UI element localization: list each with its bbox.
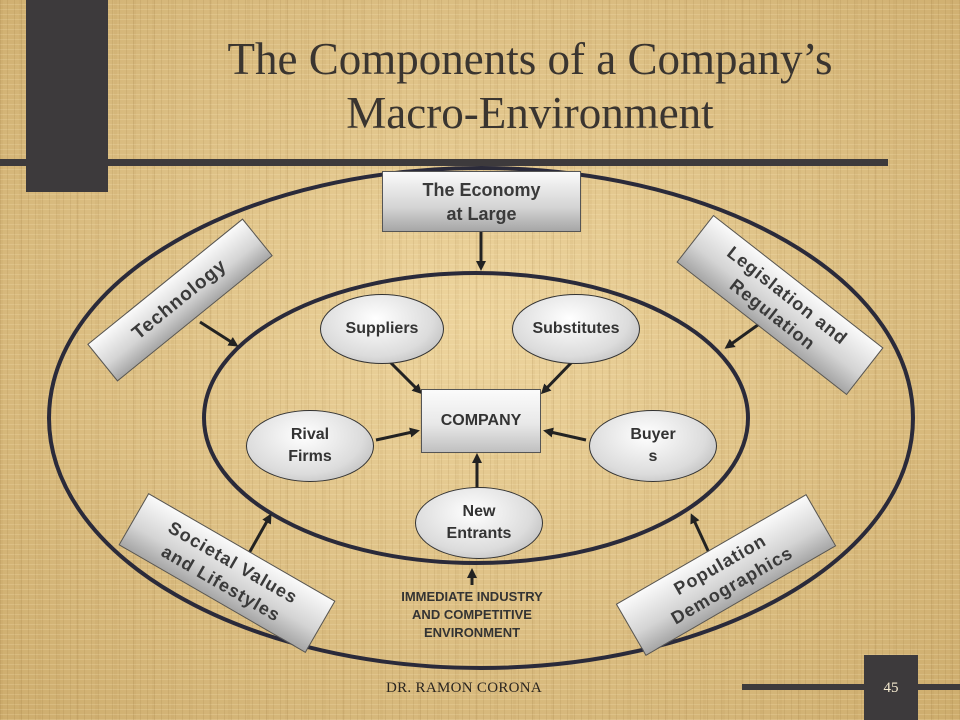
industry-environment-ellipse bbox=[202, 271, 750, 565]
arrow-rival-firms bbox=[375, 427, 420, 442]
company-box: COMPANY bbox=[421, 389, 541, 453]
arrow-legislation bbox=[724, 320, 763, 349]
company-label: COMPANY bbox=[440, 412, 522, 429]
slide-number-block bbox=[864, 655, 918, 720]
macro-environment-ellipse bbox=[47, 166, 915, 670]
substitutes-oval: Substitutes bbox=[512, 294, 640, 364]
economy-label: The Economy at Large bbox=[422, 179, 541, 224]
arrow-societal bbox=[246, 513, 272, 556]
substitutes-label: Substitutes bbox=[532, 320, 620, 337]
arrow-buyers bbox=[543, 427, 587, 442]
buyers-label: Buyer s bbox=[630, 426, 676, 465]
arrow-suppliers bbox=[388, 360, 423, 395]
suppliers-label: Suppliers bbox=[345, 320, 419, 337]
arrow-substitutes bbox=[540, 360, 574, 395]
footer-accent-line bbox=[742, 684, 960, 690]
slide-title: The Components of a Company’s Macro-Envi… bbox=[227, 34, 833, 138]
rival-firms-oval: Rival Firms bbox=[246, 410, 374, 482]
industry-environment-label: IMMEDIATE INDUSTRY AND COMPETITIVE ENVIR… bbox=[401, 589, 543, 640]
new-entrants-oval: New Entrants bbox=[415, 487, 543, 559]
slide-number: 45 bbox=[883, 680, 899, 696]
title-underline bbox=[0, 159, 888, 166]
suppliers-oval: Suppliers bbox=[320, 294, 444, 364]
arrow-technology bbox=[199, 320, 239, 347]
buyers-oval: Buyer s bbox=[589, 410, 717, 482]
arrow-population bbox=[690, 513, 712, 556]
footer-author: DR. RAMON CORONA bbox=[386, 680, 543, 696]
new-entrants-label: New Entrants bbox=[446, 503, 512, 542]
rival-firms-label: Rival Firms bbox=[288, 426, 332, 465]
economy-box: The Economy at Large bbox=[382, 171, 581, 232]
